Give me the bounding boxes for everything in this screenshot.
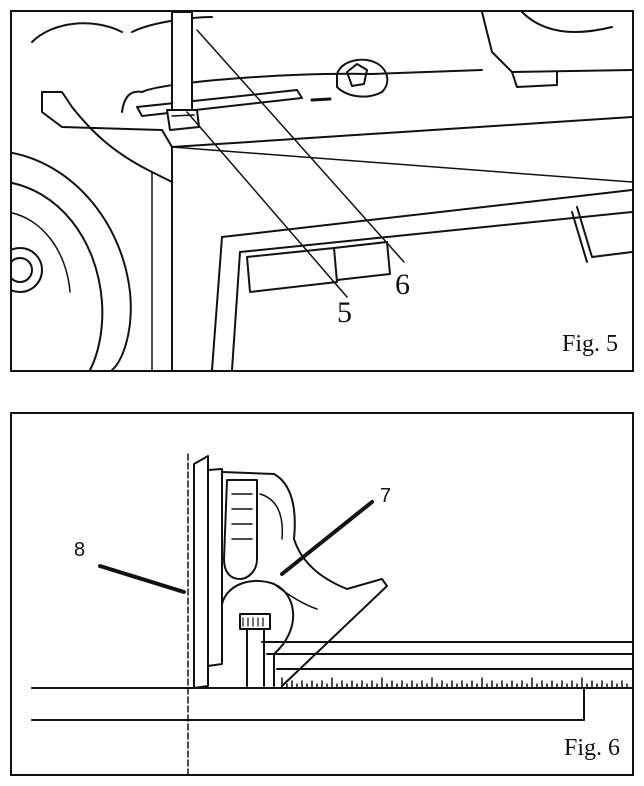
- table-surface: [31, 687, 632, 721]
- machine-housing: [31, 12, 632, 370]
- figure-6-drawing: 7 8: [31, 453, 632, 774]
- lock-knob: [310, 58, 389, 102]
- callout-leaders: [98, 500, 374, 594]
- figure-5-drawing: 5 6: [12, 12, 632, 370]
- callout-7: 7: [380, 485, 391, 507]
- leader-line-6: [196, 29, 405, 263]
- leader-line-5: [186, 111, 348, 298]
- leader-line-8: [98, 564, 186, 594]
- ruler-tick-marks: [281, 677, 628, 689]
- callout-leaders: [186, 29, 405, 298]
- callout-8: 8: [74, 539, 85, 561]
- figure-6-panel: 7 8 Fig. 6: [10, 412, 634, 776]
- slot-and-bolt: [121, 12, 303, 131]
- leader-line-7: [280, 500, 374, 576]
- ruler-blade: [261, 641, 632, 689]
- wheel-illustration: [12, 152, 132, 370]
- callout-6: 6: [395, 268, 410, 301]
- figure-5-label: Fig. 5: [561, 331, 618, 357]
- figure-5-panel: 5 6 Fig. 5: [10, 10, 634, 372]
- front-panel: [211, 189, 632, 370]
- square-head: [193, 455, 388, 689]
- figure-6-label: Fig. 6: [563, 735, 620, 761]
- callout-5: 5: [337, 296, 352, 329]
